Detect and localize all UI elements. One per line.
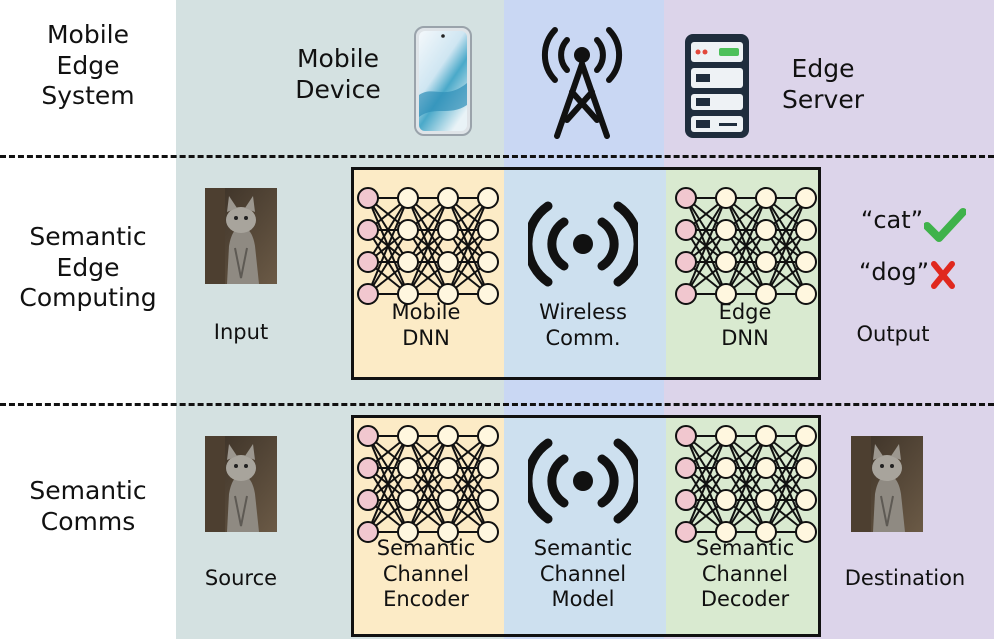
edge-dnn-network-icon <box>675 187 817 305</box>
input-label: Input <box>213 320 269 344</box>
encoder-network-icon <box>357 425 499 543</box>
edge-server-label: Edge Server <box>782 54 864 114</box>
output-correct-label: “cat” <box>860 206 924 234</box>
channel-signal-icon <box>528 438 638 524</box>
row-separator-2 <box>0 403 994 406</box>
mobile-dnn-label: Mobile DNN <box>391 300 461 350</box>
source-cat-image <box>205 436 277 532</box>
cross-icon <box>931 261 955 289</box>
cell-tower-icon <box>541 27 623 139</box>
decoder-network-icon <box>675 425 817 543</box>
output-wrong-label: “dog” <box>858 258 930 286</box>
wireless-comm-label: Wireless Comm. <box>539 300 627 350</box>
edge-dnn-label: Edge DNN <box>718 300 772 350</box>
decoder-label: Semantic Channel Decoder <box>695 536 795 612</box>
channel-model-block <box>504 418 666 634</box>
input-cat-image <box>205 188 277 284</box>
encoder-label: Semantic Channel Encoder <box>376 536 476 612</box>
row-label-semantic-edge-computing: Semantic Edge Computing <box>19 222 157 312</box>
wireless-signal-icon <box>528 201 638 287</box>
mobile-dnn-network-icon <box>357 187 499 305</box>
mobile-device-label: Mobile Device <box>295 44 381 104</box>
row-label-semantic-comms: Semantic Comms <box>29 476 147 536</box>
output-label: Output <box>856 322 930 346</box>
source-label: Source <box>204 566 278 590</box>
checkmark-icon <box>924 208 966 242</box>
channel-model-label: Semantic Channel Model <box>533 536 633 612</box>
server-rack-icon <box>685 34 749 138</box>
destination-cat-image <box>851 436 923 532</box>
wireless-comm-block <box>504 170 666 377</box>
row-label-mobile-edge-system: Mobile Edge System <box>41 20 135 110</box>
destination-label: Destination <box>844 566 966 590</box>
row-separator-1 <box>0 155 994 158</box>
smartphone-icon <box>414 26 472 136</box>
edge-computing-frame <box>351 167 821 380</box>
